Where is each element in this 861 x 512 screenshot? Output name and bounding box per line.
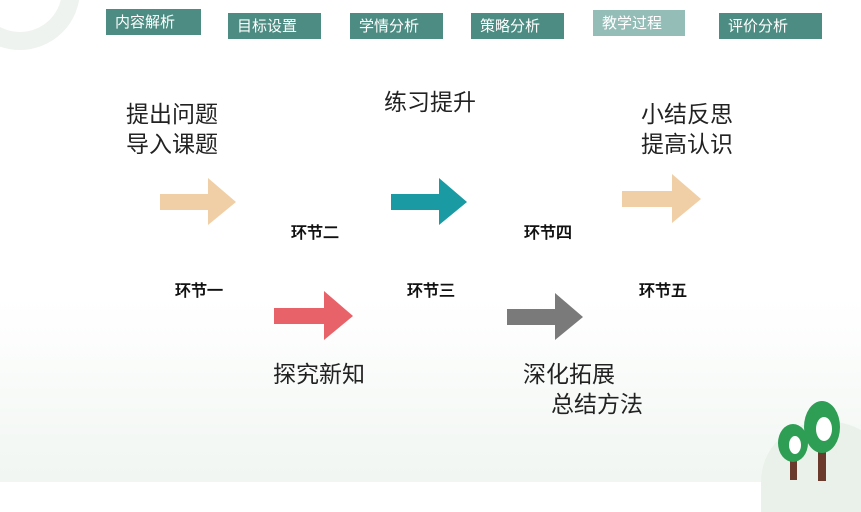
step3-text: 练习提升 [384,88,476,118]
tab-label: 教学过程 [602,14,663,32]
step1-text-line1: 提出问题 [126,102,218,128]
step5-label: 环节五 [639,281,688,300]
tab-label: 评价分析 [728,17,789,35]
step4-text-line2: 总结方法 [551,392,643,418]
step3-label: 环节三 [407,281,456,300]
tab-content-analysis[interactable]: 内容解析 [106,9,201,35]
step1-arrow-icon [160,178,236,225]
step5-arrow-icon [622,174,701,223]
tab-strategy-analysis[interactable]: 策略分析 [471,13,564,39]
tab-label: 学情分析 [359,17,420,35]
corner-decoration [0,0,80,50]
step3-text-line1: 练习提升 [384,90,476,116]
step1-text: 提出问题 导入课题 [126,100,218,160]
tree-icon [778,401,840,481]
tab-label: 内容解析 [115,13,176,31]
step2-label: 环节二 [291,223,340,242]
tab-label: 策略分析 [480,17,541,35]
tab-teaching-process[interactable]: 教学过程 [593,10,685,36]
step4-text: 深化拓展 总结方法 [523,360,643,420]
step2-text: 探究新知 [273,360,365,390]
step2-text-line1: 探究新知 [273,362,365,388]
step3-arrow-icon [391,178,467,225]
tab-goal-setting[interactable]: 目标设置 [228,13,321,39]
step1-label: 环节一 [175,281,224,300]
step4-label: 环节四 [524,223,573,242]
step5-text-line2: 提高认识 [641,132,733,158]
step5-text-line1: 小结反思 [641,102,733,128]
step2-arrow-icon [274,291,353,340]
tab-label: 目标设置 [237,17,298,35]
step1-text-line2: 导入课题 [126,132,218,158]
tab-learner-analysis[interactable]: 学情分析 [350,13,443,39]
step5-text: 小结反思 提高认识 [641,100,733,160]
step4-text-line1: 深化拓展 [523,362,615,388]
tab-evaluation-analysis[interactable]: 评价分析 [719,13,822,39]
step4-arrow-icon [507,293,583,340]
